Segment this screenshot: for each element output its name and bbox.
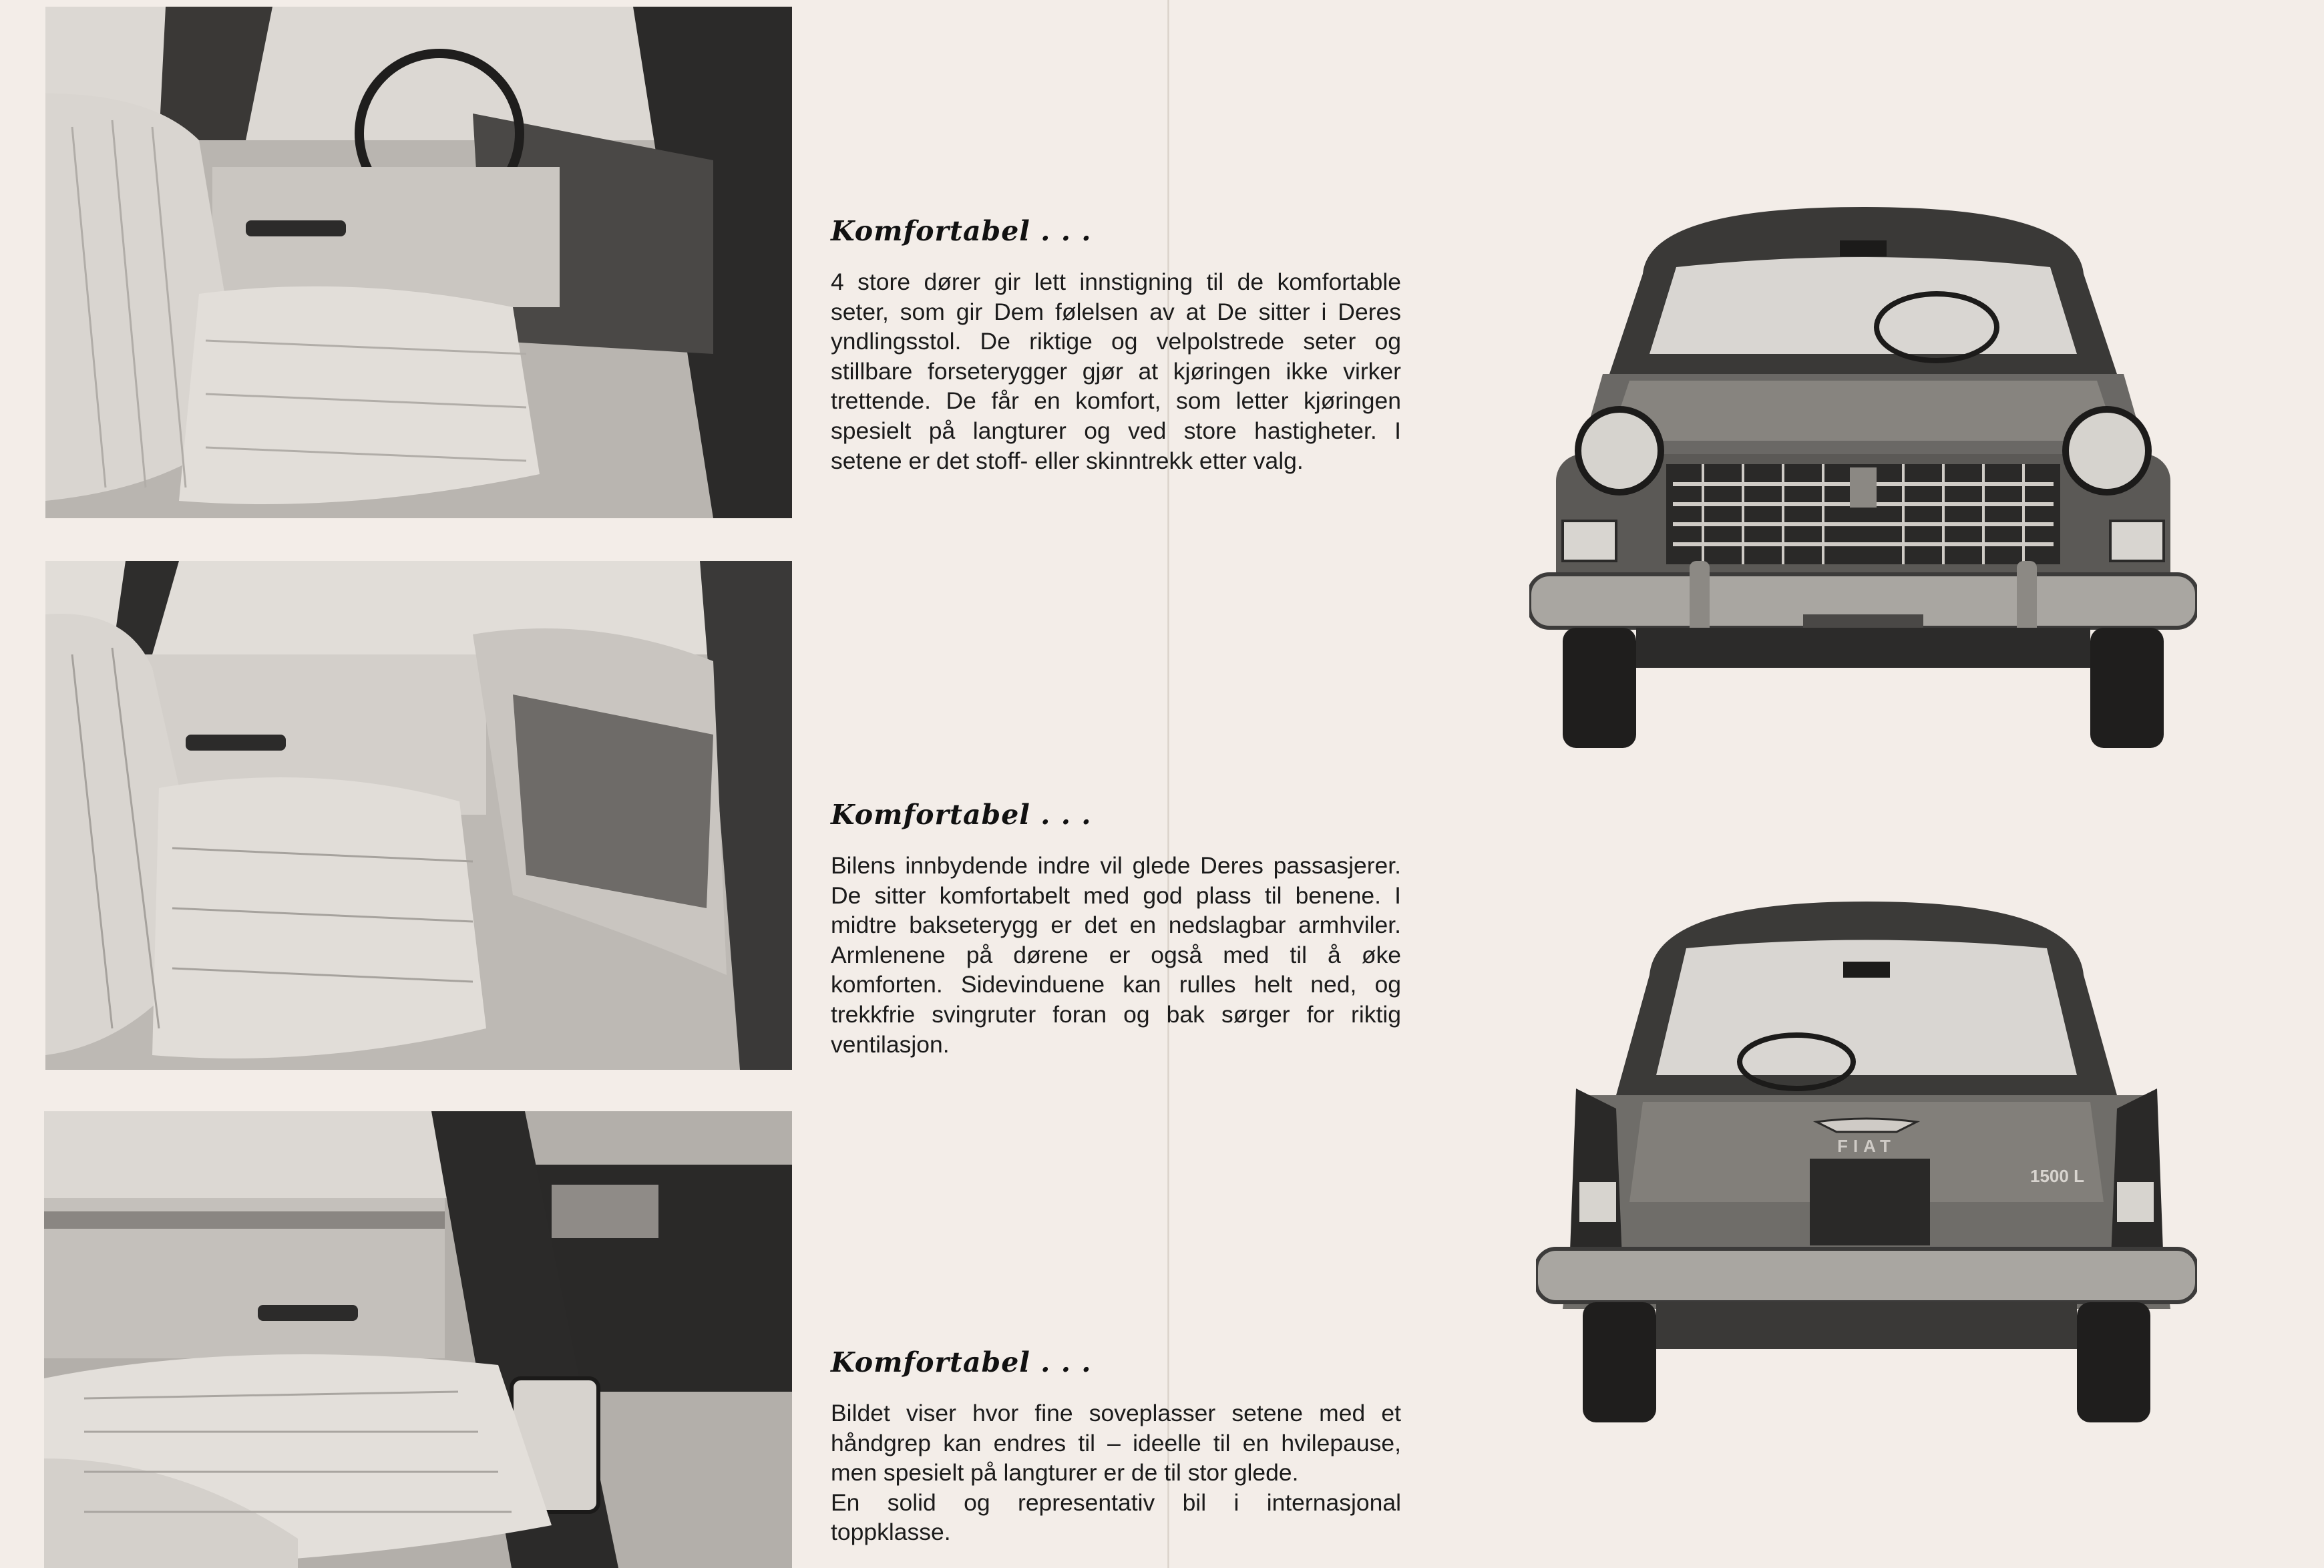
section-3: Komfortabel . . . Bildet viser hvor fine… (831, 1346, 1401, 1547)
section-1-body: 4 store dører gir lett innstigning til d… (831, 268, 1401, 474)
car-rear-view: FIAT 1500 L (1534, 895, 2199, 1429)
rear-brand-lettering: FIAT (1837, 1136, 1896, 1156)
section-2-heading: Komfortabel . . . (831, 799, 1092, 831)
section-1-heading: Komfortabel . . . (831, 215, 1092, 247)
interior-photo-reclined-seats (44, 1111, 792, 1568)
page-fold (1167, 0, 1169, 1568)
section-1: Komfortabel . . . 4 store dører gir lett… (831, 215, 1401, 475)
section-3-body: Bildet viser hvor fine soveplasser seten… (831, 1400, 1401, 1487)
section-3-body-2: En solid og representativ bil i internas… (831, 1489, 1401, 1546)
section-2-body: Bilens innbydende indre vil glede Deres … (831, 852, 1401, 1058)
section-3-heading: Komfortabel . . . (831, 1346, 1092, 1378)
section-2: Komfortabel . . . Bilens innbydende indr… (831, 799, 1401, 1059)
rear-model-badge: 1500 L (2030, 1166, 2084, 1186)
interior-photo-rear-seats (45, 561, 792, 1070)
car-front-view (1527, 200, 2199, 761)
interior-photo-front-seats (45, 7, 792, 518)
